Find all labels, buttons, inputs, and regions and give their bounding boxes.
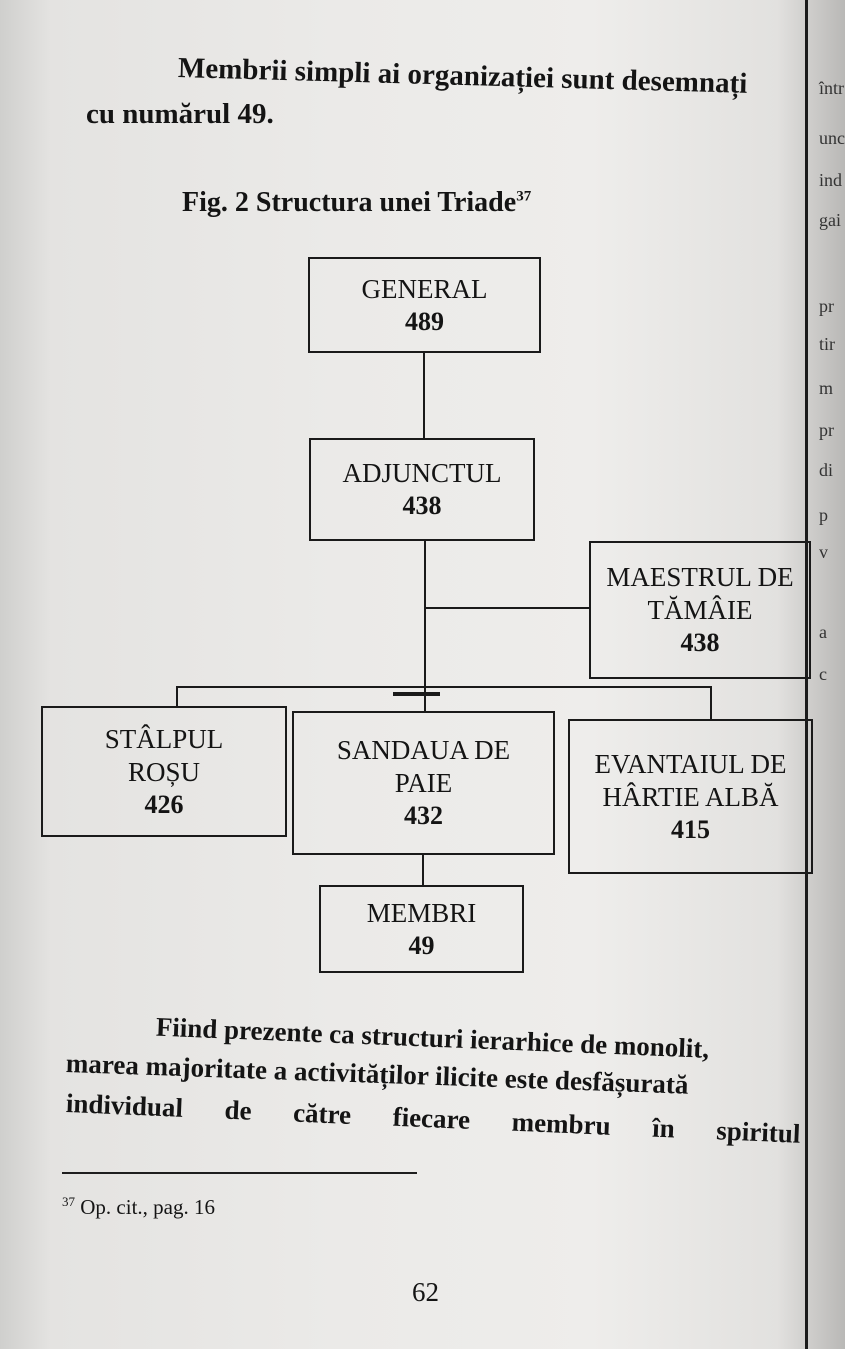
edge-fragment: m: [819, 378, 834, 398]
node-sandaua-label-2: PAIE: [394, 768, 453, 799]
footnote-ref: 37: [62, 1194, 75, 1209]
connector-general-adjunctul: [423, 353, 425, 438]
connector-drop-sandaua: [424, 693, 426, 711]
connector-bottom-bar: [176, 686, 712, 688]
footnote: 37 Op. cit., pag. 16: [62, 1194, 215, 1220]
node-stalpul-label-1: STÂLPUL: [104, 723, 224, 754]
figure-caption-text: Fig. 2 Structura unei Triade: [182, 187, 517, 218]
edge-fragment: unc: [819, 128, 845, 148]
paragraph-word: către: [292, 1097, 352, 1130]
paragraph-word: individual: [65, 1088, 184, 1123]
node-maestrul-de-tamaie: MAESTRUL DE TĂMÂIE 438: [589, 541, 811, 679]
node-stalpul-rosu: STÂLPUL ROȘU 426: [41, 706, 287, 837]
node-adjunctul-label: ADJUNCTUL: [342, 458, 502, 489]
connector-bottom-bar-center: [393, 692, 440, 696]
edge-fragment: într: [819, 78, 844, 98]
paragraph-word: spiritul: [715, 1115, 801, 1149]
node-adjunctul: ADJUNCTUL 438: [309, 438, 535, 541]
node-maestrul-number: 438: [680, 628, 720, 658]
edge-fragment: pr: [819, 420, 834, 440]
paragraph-word: fiecare: [392, 1101, 471, 1135]
paragraph-word: membru: [511, 1106, 612, 1141]
node-adjunctul-number: 438: [402, 491, 442, 521]
paragraph-word: în: [651, 1112, 676, 1144]
node-evantaiul-de-hartie-alba: EVANTAIUL DE HÂRTIE ALBĂ 415: [568, 719, 813, 874]
figure-caption-footnote-ref: 37: [516, 188, 532, 205]
edge-fragment: a: [819, 622, 827, 642]
paragraph-word: de: [223, 1094, 253, 1126]
edge-fragment: ind: [819, 170, 843, 190]
node-membri: MEMBRI 49: [319, 885, 524, 973]
node-evantaiul-label-1: EVANTAIUL DE: [594, 748, 787, 779]
node-membri-number: 49: [408, 930, 435, 960]
node-general-label: GENERAL: [361, 273, 488, 304]
node-membri-label: MEMBRI: [366, 897, 477, 928]
node-sandaua-number: 432: [404, 801, 443, 831]
node-sandaua-label-1: SANDAUA DE: [336, 735, 511, 766]
edge-fragment: tir: [819, 334, 835, 354]
edge-fragment: pr: [819, 296, 834, 316]
connector-adjunctul-trunk: [424, 541, 426, 693]
edge-fragment: p: [819, 505, 828, 525]
node-evantaiul-label-2: HÂRTIE ALBĂ: [602, 781, 779, 812]
footnote-text: Op. cit., pag. 16: [80, 1195, 215, 1219]
intro-line-2: cu numărul 49.: [86, 98, 274, 130]
page-number: 62: [412, 1277, 439, 1307]
node-maestrul-label-1: MAESTRUL DE: [606, 562, 794, 593]
connector-drop-stalpul: [176, 686, 178, 706]
edge-fragment: gai: [819, 210, 841, 230]
node-stalpul-number: 426: [144, 789, 184, 819]
edge-fragment: v: [819, 542, 828, 562]
body-paragraph: Fiind prezente ca structuri ierarhice de…: [65, 1003, 806, 1149]
node-stalpul-label-2: ROȘU: [127, 756, 201, 787]
footnote-separator: [62, 1172, 417, 1174]
edge-fragment: di: [819, 460, 834, 480]
connector-drop-evantaiul: [710, 686, 712, 719]
node-general-number: 489: [405, 306, 444, 336]
connector-maestrul-branch: [425, 607, 590, 609]
connector-sandaua-membri: [422, 855, 424, 885]
figure-caption: Fig. 2 Structura unei Triade37: [182, 187, 531, 219]
node-maestrul-label-2: TĂMÂIE: [647, 595, 753, 626]
node-general: GENERAL 489: [308, 257, 541, 353]
node-sandaua-de-paie: SANDAUA DE PAIE 432: [292, 711, 555, 855]
intro-line-1: Membrii simpli ai organizației sunt dese…: [177, 52, 748, 100]
next-page-edge: într unc ind gai pr tir m pr di p v a c: [805, 0, 845, 1349]
page-spine: [805, 0, 808, 1349]
edge-fragment: c: [819, 664, 827, 684]
node-evantaiul-number: 415: [671, 814, 710, 844]
